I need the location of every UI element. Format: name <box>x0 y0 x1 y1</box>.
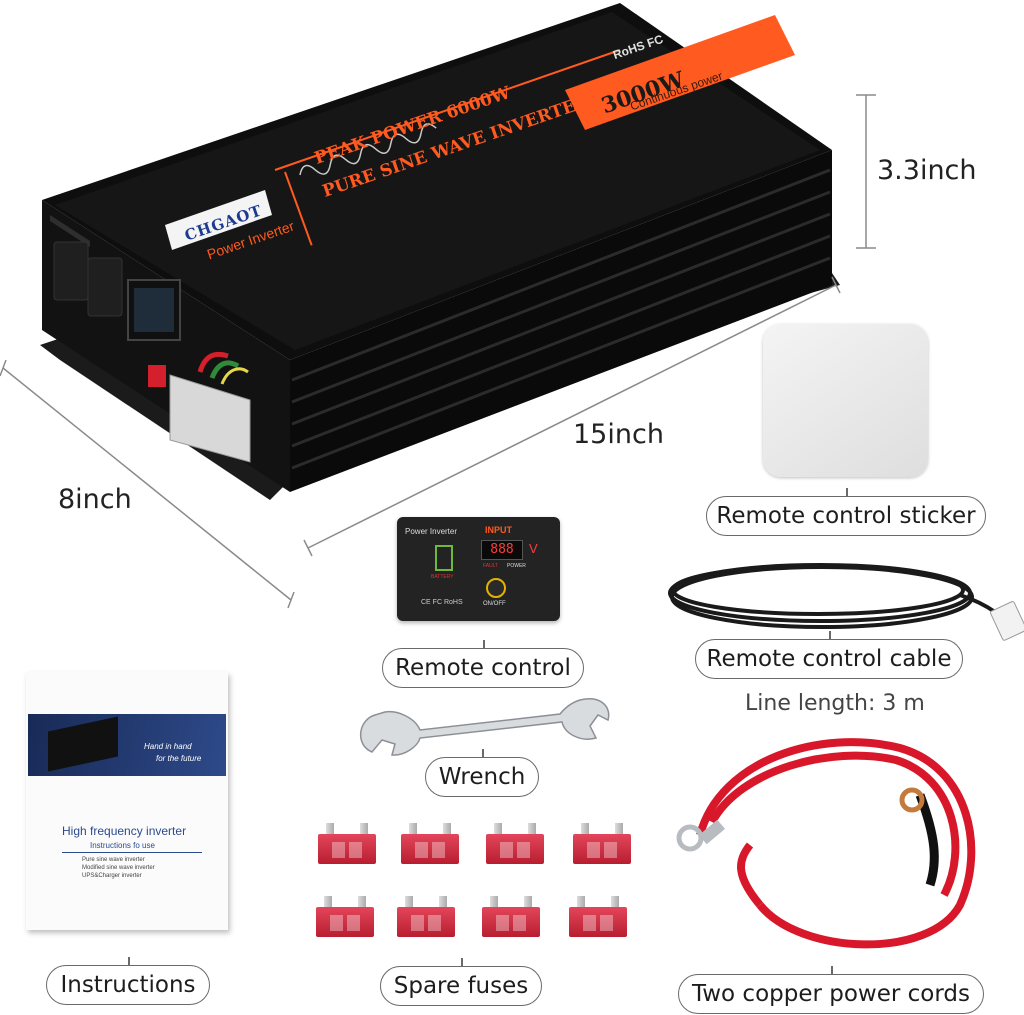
fuse <box>401 822 459 864</box>
label-fuses: Spare fuses <box>380 958 542 1006</box>
remote-power-label: POWER <box>507 563 526 569</box>
remote-input-label: INPUT <box>485 525 512 535</box>
label-cords-text: Two copper power cords <box>691 981 971 1007</box>
fuse <box>486 822 544 864</box>
booklet-title: High frequency inverter <box>62 824 187 838</box>
remote-sticker <box>763 324 928 477</box>
line-length-note: Line length: 3 m <box>745 691 925 716</box>
label-sticker-text: Remote control sticker <box>716 503 976 529</box>
booklet-banner: Hand in hand for the future <box>28 714 226 776</box>
remote-control: Power Inverter INPUT BATTERY 888 V FAULT… <box>397 517 560 621</box>
booklet-subtitle: Instructions fo use <box>90 841 155 850</box>
label-cords: Two copper power cords <box>678 966 984 1014</box>
power-button[interactable] <box>486 578 506 598</box>
fuse <box>573 822 631 864</box>
label-fuses-text: Spare fuses <box>393 973 529 999</box>
height-dimension: 3.3inch <box>877 155 977 186</box>
remote-title: Power Inverter <box>405 527 458 536</box>
label-wrench-text: Wrench <box>438 764 526 790</box>
remote-battery-icon <box>435 545 453 571</box>
width-dimension: 8inch <box>58 484 132 515</box>
booklet-bullet-3: UPS&Charger inverter <box>82 873 142 879</box>
remote-battery-label: BATTERY <box>431 574 454 580</box>
label-sticker: Remote control sticker <box>706 488 986 536</box>
remote-display: 888 <box>481 540 523 560</box>
fuse <box>569 895 627 937</box>
fuse <box>397 895 455 937</box>
label-cable: Remote control cable <box>695 631 963 679</box>
length-dimension: 15inch <box>573 419 664 450</box>
instructions-booklet: Hand in hand for the future High frequen… <box>26 672 228 930</box>
fuse <box>482 895 540 937</box>
label-wrench: Wrench <box>425 749 539 797</box>
label-cable-text: Remote control cable <box>706 646 952 672</box>
label-remote: Remote control <box>382 640 584 688</box>
booklet-bullet-2: Modified sine wave inverter <box>82 865 155 871</box>
booklet-bullet-1: Pure sine wave inverter <box>82 857 145 863</box>
label-remote-text: Remote control <box>395 655 571 681</box>
remote-marks: CE FC RoHS <box>421 599 463 606</box>
booklet-slogan-1: Hand in hand <box>144 742 192 751</box>
booklet-divider <box>62 852 202 853</box>
booklet-slogan-2: for the future <box>156 754 202 763</box>
label-instructions: Instructions <box>46 957 210 1005</box>
fuse <box>316 895 374 937</box>
label-instructions-text: Instructions <box>60 972 196 998</box>
remote-fault-label: FAULT <box>483 563 499 569</box>
fuse <box>318 822 376 864</box>
remote-unit: V <box>529 541 538 556</box>
remote-switch-label: ON/OFF <box>483 601 506 607</box>
